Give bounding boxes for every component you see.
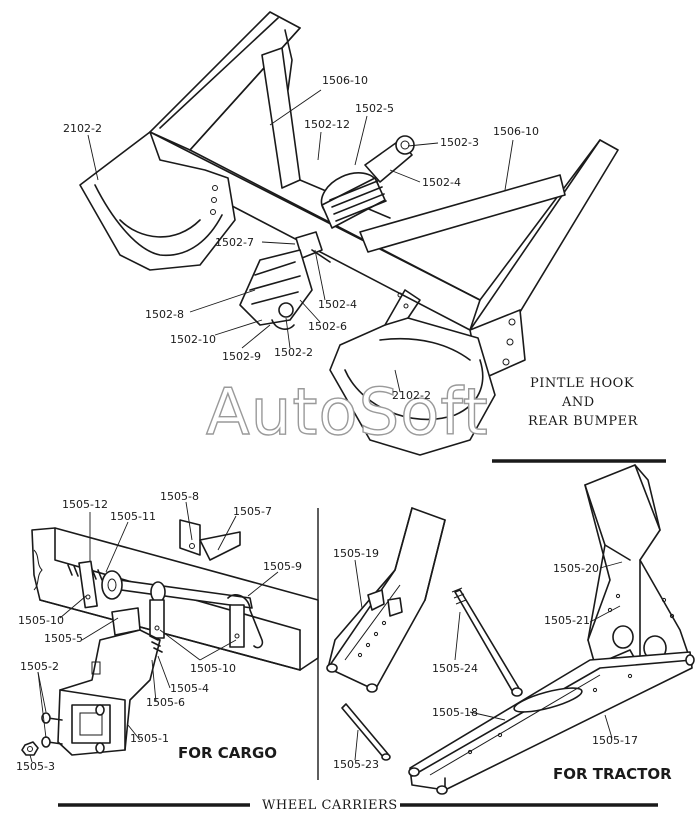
label-1506-10-right: 1506-10 bbox=[493, 125, 539, 138]
label-1505-18: 1505-18 bbox=[432, 706, 478, 719]
label-1505-23: 1505-23 bbox=[333, 758, 379, 771]
tractor-leader-lines bbox=[354, 559, 623, 761]
label-1505-7: 1505-7 bbox=[233, 505, 272, 518]
caption-and: AND bbox=[561, 395, 595, 410]
label-1505-5: 1505-5 bbox=[44, 632, 83, 645]
label-1502-10: 1502-10 bbox=[170, 333, 216, 346]
label-1505-1: 1505-1 bbox=[130, 732, 169, 745]
label-1505-19: 1505-19 bbox=[333, 547, 379, 560]
tractor-part-labels: 1505-19 1505-20 1505-21 1505-24 1505-18 … bbox=[333, 547, 638, 771]
label-1502-3: 1502-3 bbox=[440, 136, 479, 149]
label-1505-9: 1505-9 bbox=[263, 560, 302, 573]
label-1505-24: 1505-24 bbox=[432, 662, 478, 675]
label-1506-10-left: 1506-10 bbox=[322, 74, 368, 87]
tractor-wheel-carrier bbox=[326, 464, 695, 795]
caption-for-tractor: FOR TRACTOR bbox=[553, 765, 672, 783]
top-leader-lines bbox=[87, 89, 514, 393]
cargo-leader-lines bbox=[29, 501, 279, 763]
label-1502-12: 1502-12 bbox=[304, 118, 350, 131]
top-part-labels: 2102-2 1506-10 1502-5 1502-12 1502-3 150… bbox=[63, 74, 539, 402]
label-1502-9: 1502-9 bbox=[222, 350, 261, 363]
watermark: AutoSoft bbox=[206, 376, 489, 450]
label-1505-4: 1505-4 bbox=[170, 682, 209, 695]
caption-pintle-hook: PINTLE HOOK bbox=[530, 376, 634, 391]
label-1502-2: 1502-2 bbox=[274, 346, 313, 359]
label-1505-8: 1505-8 bbox=[160, 490, 199, 503]
label-1505-12: 1505-12 bbox=[62, 498, 108, 511]
pintle-hook-assembly bbox=[79, 11, 619, 456]
label-1505-3: 1505-3 bbox=[16, 760, 55, 773]
label-1505-11: 1505-11 bbox=[110, 510, 156, 523]
label-2102-2-left: 2102-2 bbox=[63, 122, 102, 135]
caption-rear-bumper: REAR BUMPER bbox=[528, 414, 639, 429]
label-1502-8: 1502-8 bbox=[145, 308, 184, 321]
label-1505-20: 1505-20 bbox=[553, 562, 599, 575]
label-1505-10-right: 1505-10 bbox=[190, 662, 236, 675]
label-1502-7: 1502-7 bbox=[215, 236, 254, 249]
label-1502-4-lower: 1502-4 bbox=[318, 298, 357, 311]
caption-wheel-carriers: WHEEL CARRIERS bbox=[262, 798, 398, 813]
label-2102-2-right: 2102-2 bbox=[392, 389, 431, 402]
label-1505-6: 1505-6 bbox=[146, 696, 185, 709]
label-1505-17: 1505-17 bbox=[592, 734, 638, 747]
caption-for-cargo: FOR CARGO bbox=[178, 744, 277, 762]
cargo-wheel-carrier bbox=[21, 519, 319, 756]
label-1505-2: 1505-2 bbox=[20, 660, 59, 673]
label-1502-5: 1502-5 bbox=[355, 102, 394, 115]
cargo-part-labels: 1505-12 1505-11 1505-8 1505-7 1505-9 150… bbox=[16, 490, 302, 773]
label-1502-4-upper: 1502-4 bbox=[422, 176, 461, 189]
label-1505-21: 1505-21 bbox=[544, 614, 590, 627]
pintle-caption: PINTLE HOOK AND REAR BUMPER bbox=[528, 376, 639, 429]
label-1505-10-left: 1505-10 bbox=[18, 614, 64, 627]
label-1502-6: 1502-6 bbox=[308, 320, 347, 333]
